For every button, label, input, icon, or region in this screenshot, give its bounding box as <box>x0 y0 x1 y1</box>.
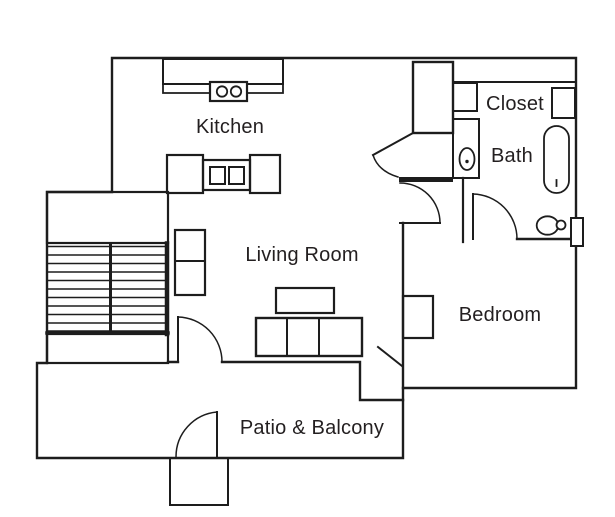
sink-drain-icon <box>465 159 469 164</box>
nightstand-icon <box>401 294 435 340</box>
water-heater-closet-icon <box>411 60 455 135</box>
media-cabinet-icon <box>173 228 207 297</box>
window-icon <box>570 217 584 247</box>
hall-wall-stub <box>399 177 453 182</box>
cooktop-burner-icon <box>215 85 229 98</box>
sink-bowl-icon <box>458 147 476 171</box>
living-room-south-wall <box>166 360 405 402</box>
living-room-label: Living Room <box>245 244 358 266</box>
closet-label: Closet <box>486 93 544 115</box>
pedestal-sink-icon <box>452 118 480 179</box>
entry-door-swing-icon <box>177 316 223 363</box>
sink-basin-icon <box>209 166 226 185</box>
sink-basin-icon <box>228 166 245 185</box>
bath-label: Bath <box>491 145 533 167</box>
kitchen-upper-counter-icon <box>162 58 284 85</box>
bath-door-swing-icon <box>472 193 518 240</box>
kitchen-door-swing-icon <box>372 154 399 178</box>
patio-door-swing-icon <box>175 411 218 458</box>
patio-balcony-label: Patio & Balcony <box>240 417 384 439</box>
coffee-table-icon <box>274 286 336 315</box>
kitchen-label: Kitchen <box>196 116 264 138</box>
range-box-icon <box>248 153 282 195</box>
bedroom-door-leaf <box>376 345 404 368</box>
toilet-bowl-icon <box>535 215 560 236</box>
closet-jamb <box>452 82 478 112</box>
cooktop-burner-icon <box>229 85 243 98</box>
entry-step-icon <box>169 457 229 506</box>
closet-shelf-icon <box>551 87 576 119</box>
sofa-cushion-divider <box>286 317 320 357</box>
sofa-icon <box>254 316 364 358</box>
refrigerator-box-icon <box>165 153 205 195</box>
toilet-tank-icon <box>555 219 567 231</box>
stair-upper-landing <box>45 190 170 245</box>
stair-lower-landing <box>45 332 170 365</box>
stairs-icon <box>47 245 166 332</box>
kitchen-door-leaf <box>371 131 415 157</box>
bedroom-label: Bedroom <box>459 304 542 326</box>
hall-door-swing-icon <box>399 182 441 224</box>
bathtub-icon <box>543 125 570 194</box>
